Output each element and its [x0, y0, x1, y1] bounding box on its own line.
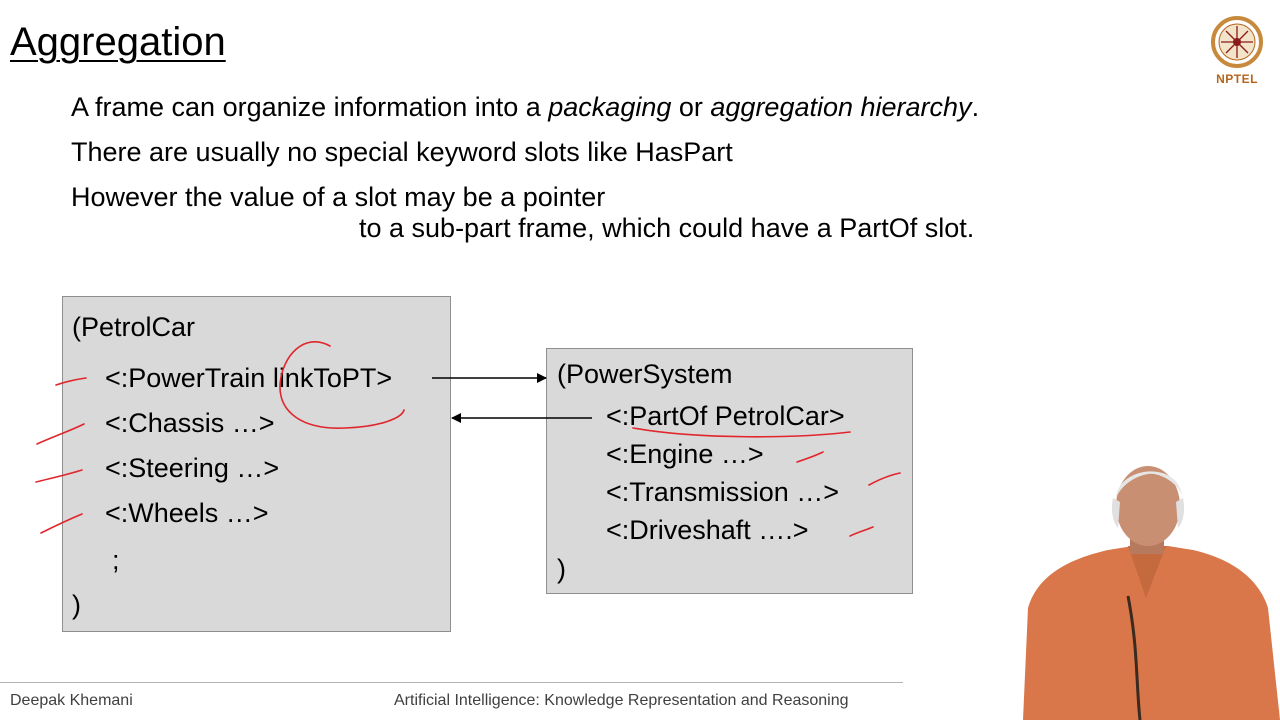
footer-divider [0, 682, 903, 683]
slot-partof: <:PartOf PetrolCar> [606, 401, 845, 431]
slide-title: Aggregation [10, 20, 226, 64]
subpart-line: to a sub-part frame, which could have a … [359, 213, 975, 243]
slot-driveshaft: <:Driveshaft ….> [606, 515, 809, 545]
annotation-tick-steering [35, 469, 83, 483]
petrolcar-frame-open: (PetrolCar [72, 312, 196, 342]
keyword-slots-line: There are usually no special keyword slo… [71, 137, 733, 167]
speaker-video-figure [1023, 466, 1280, 720]
annotation-underline-partof [632, 427, 851, 438]
slot-wheels: <:Wheels …> [105, 498, 269, 528]
footer-course-title: Artificial Intelligence: Knowledge Repre… [394, 692, 849, 709]
slot-steering: <:Steering …> [105, 453, 280, 483]
slot-ellipsis: ; [112, 545, 120, 575]
slot-chassis: <:Chassis …> [105, 408, 275, 438]
petrolcar-frame-close: ) [72, 590, 81, 620]
annotation-tick-transmission [868, 472, 901, 486]
intro-line: A frame can organize information into a … [71, 92, 979, 123]
footer-author: Deepak Khemani [10, 692, 133, 709]
nptel-emblem-icon [1211, 16, 1263, 68]
powersystem-frame-close: ) [557, 554, 566, 584]
annotation-tick-driveshaft [849, 526, 874, 537]
slot-transmission: <:Transmission …> [606, 477, 840, 507]
intro-emphasis-hierarchy: aggregation hierarchy [710, 92, 972, 122]
annotation-tick-chassis [36, 423, 85, 445]
intro-text-before: A frame can organize information into a [71, 92, 549, 122]
intro-emphasis-packaging: packaging [548, 92, 672, 122]
nptel-logo: NPTEL [1208, 14, 1266, 86]
slot-engine: <:Engine …> [606, 439, 764, 469]
annotation-tick-engine [796, 451, 824, 463]
annotation-tick-powertrain [55, 377, 87, 386]
annotation-circle-linktopt [279, 341, 405, 429]
intro-text-mid: or [671, 92, 711, 122]
petrolcar-frame-box [62, 296, 451, 632]
intro-text-after: . [971, 92, 980, 122]
annotation-tick-wheels [40, 513, 83, 534]
slot-powertrain: <:PowerTrain linkToPT> [105, 363, 393, 393]
pointer-line: However the value of a slot may be a poi… [71, 182, 606, 212]
nptel-logo-text: NPTEL [1216, 72, 1258, 86]
handwritten-annotations [35, 341, 901, 537]
powersystem-frame-box [546, 348, 913, 594]
powersystem-frame-open: (PowerSystem [557, 359, 733, 389]
